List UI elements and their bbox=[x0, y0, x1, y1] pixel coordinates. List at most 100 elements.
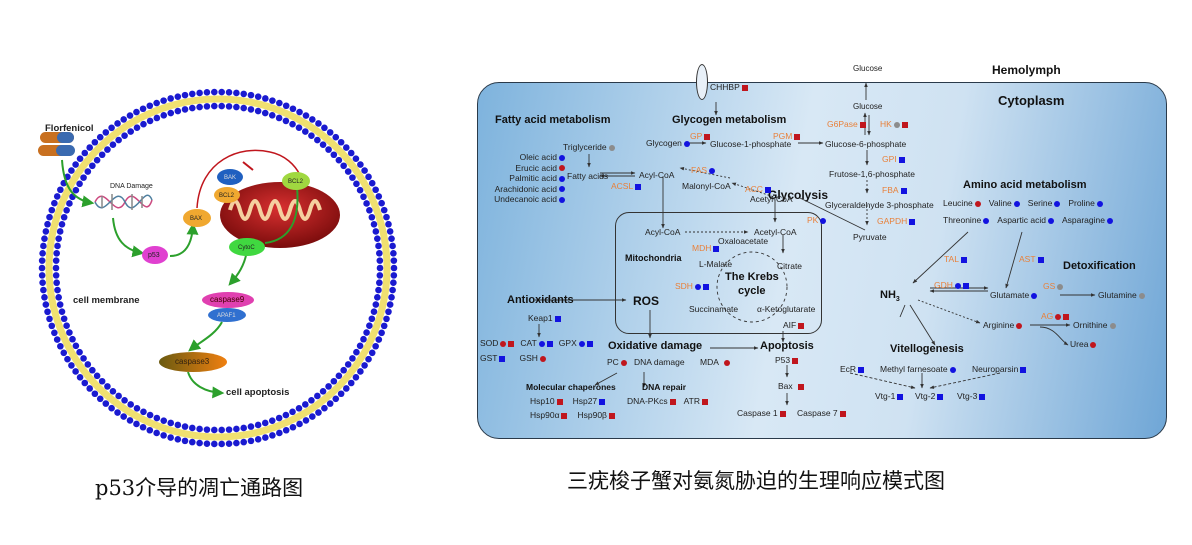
membrane-head-inner bbox=[146, 117, 154, 125]
membrane-head-outer bbox=[114, 409, 121, 416]
marker-grey-dot bbox=[893, 121, 900, 128]
membrane-head-outer bbox=[108, 124, 115, 132]
membrane-head-outer bbox=[385, 220, 392, 228]
oxaloacetate-label: Oxaloacetate bbox=[718, 236, 769, 246]
glucose-hemolymph-label: Glucose bbox=[853, 64, 883, 73]
marker-blue-square bbox=[1037, 256, 1044, 263]
cytoc-label: CytoC bbox=[238, 245, 255, 251]
membrane-head-inner bbox=[115, 136, 122, 144]
ag-enzyme: AG bbox=[1041, 311, 1070, 321]
membrane-head-inner bbox=[127, 401, 134, 408]
caspase1-text: Caspase 1 bbox=[737, 408, 778, 418]
membrane-head-inner bbox=[289, 120, 296, 128]
membrane-head-outer bbox=[225, 89, 233, 96]
membrane-head-outer bbox=[218, 88, 225, 96]
chaperone-item: Hsp90α bbox=[530, 410, 568, 420]
membrane-head-inner bbox=[363, 200, 370, 207]
marker-blue-dot bbox=[1031, 292, 1038, 299]
membrane-head-outer bbox=[357, 368, 364, 375]
membrane-head-inner bbox=[302, 128, 309, 135]
antioxidant-item-text: GSH bbox=[519, 353, 538, 363]
membrane-head-outer bbox=[153, 99, 160, 107]
marker-blue-dot bbox=[1054, 200, 1061, 207]
marker-red-square bbox=[797, 383, 804, 390]
marker-red-square bbox=[798, 322, 805, 329]
glycogen-text: Glycogen bbox=[646, 138, 682, 148]
membrane-head-inner bbox=[325, 383, 332, 390]
membrane-head-inner bbox=[84, 361, 92, 368]
mitochondrion-icon bbox=[220, 182, 340, 248]
membrane-head-outer bbox=[91, 138, 99, 146]
membrane-head-inner bbox=[344, 168, 352, 175]
ornithine-text: Ornithine bbox=[1073, 320, 1108, 330]
glycogen-metabolism-heading: Glycogen metabolism bbox=[672, 114, 787, 126]
membrane-head-outer bbox=[372, 342, 379, 350]
marker-grey-dot bbox=[608, 144, 615, 151]
apoptosis-heading: Apoptosis bbox=[760, 340, 814, 352]
membrane-head-inner bbox=[84, 168, 92, 175]
amino-acid-item: Threonine bbox=[943, 215, 990, 225]
bax-node bbox=[183, 209, 211, 227]
amino-acid-item-text: Serine bbox=[1027, 198, 1053, 208]
ecr-text: EcR bbox=[840, 364, 857, 374]
marker-red-square bbox=[859, 121, 866, 128]
membrane-head-inner bbox=[368, 315, 376, 323]
arrow-drug-to-dna bbox=[61, 159, 95, 208]
membrane-head-inner bbox=[282, 117, 290, 125]
membrane-head-inner bbox=[52, 264, 60, 272]
membrane-head-inner bbox=[268, 112, 276, 119]
membrane-head-inner bbox=[160, 112, 168, 119]
pc-label: PC bbox=[607, 357, 627, 367]
marker-blue-dot bbox=[949, 366, 956, 373]
marker-blue-dot bbox=[538, 340, 545, 347]
mito-acetyl-coa-label: Acetyl-CoA bbox=[754, 227, 797, 237]
membrane-head-inner bbox=[188, 424, 196, 432]
hemolymph-label: Hemolymph bbox=[992, 63, 1061, 77]
arrow-p53-to-bax bbox=[169, 222, 199, 257]
membrane-head-inner bbox=[349, 355, 356, 362]
frutose-16-phosphate-label: Frutose-1,6-phosphate bbox=[829, 169, 915, 179]
membrane-head-outer bbox=[96, 133, 104, 141]
membrane-head-outer bbox=[160, 97, 167, 104]
molecular-chaperones-heading: Molecular chaperones bbox=[526, 382, 616, 392]
membrane-head-inner bbox=[93, 372, 101, 380]
membrane-head-inner bbox=[289, 408, 296, 416]
triglyceride-label: Triglyceride bbox=[563, 142, 615, 152]
membrane-head-outer bbox=[188, 438, 196, 446]
tal-enzyme: TAL bbox=[944, 254, 967, 264]
neuroparsin-label: Neuroparsin bbox=[972, 364, 1027, 374]
chaperone-item: Hsp90β bbox=[577, 410, 615, 420]
cytoc-node bbox=[229, 238, 265, 256]
dna-repair-item-text: DNA-PKcs bbox=[627, 396, 668, 406]
antioxidants-heading: Antioxidants bbox=[507, 294, 574, 306]
marker-red-square bbox=[839, 410, 846, 417]
amino-acid-row-2: Threonine Aspartic acid Asparagine bbox=[943, 215, 1163, 225]
oxidative-damage-heading: Oxidative damage bbox=[608, 340, 703, 352]
membrane-head-outer bbox=[139, 423, 147, 431]
membrane-head-outer bbox=[233, 89, 240, 97]
pc-text: PC bbox=[607, 357, 619, 367]
dna-repair-item: DNA-PKcs bbox=[627, 396, 676, 406]
g6pase-enzyme: G6Pase bbox=[827, 119, 866, 129]
amino-acid-item-text: Asparagine bbox=[1061, 215, 1105, 225]
p53-pathway-svg bbox=[38, 88, 398, 448]
amino-acid-item-text: Aspartic acid bbox=[997, 215, 1046, 225]
fatty-acid-item-text: Oleic acid bbox=[519, 152, 557, 162]
marker-blue-square bbox=[635, 183, 642, 190]
amino-acid-item: Aspartic acid bbox=[997, 215, 1054, 225]
membrane-head-outer bbox=[44, 220, 51, 228]
membrane-head-outer bbox=[302, 417, 310, 424]
membrane-head-outer bbox=[389, 242, 396, 250]
membrane-head-outer bbox=[38, 264, 46, 272]
membrane-head-outer bbox=[269, 432, 276, 439]
chaperone-item-text: Hsp90β bbox=[577, 410, 607, 420]
pgm-enzyme: PGM bbox=[773, 131, 801, 141]
apaf1-label: APAF1 bbox=[217, 313, 236, 319]
membrane-head-inner bbox=[89, 162, 96, 170]
membrane-head-inner bbox=[52, 257, 60, 264]
membrane-head-outer bbox=[44, 308, 51, 316]
fatty-acid-item-text: Arachidonic acid bbox=[494, 183, 557, 194]
hk-enzyme: HK bbox=[880, 119, 908, 129]
